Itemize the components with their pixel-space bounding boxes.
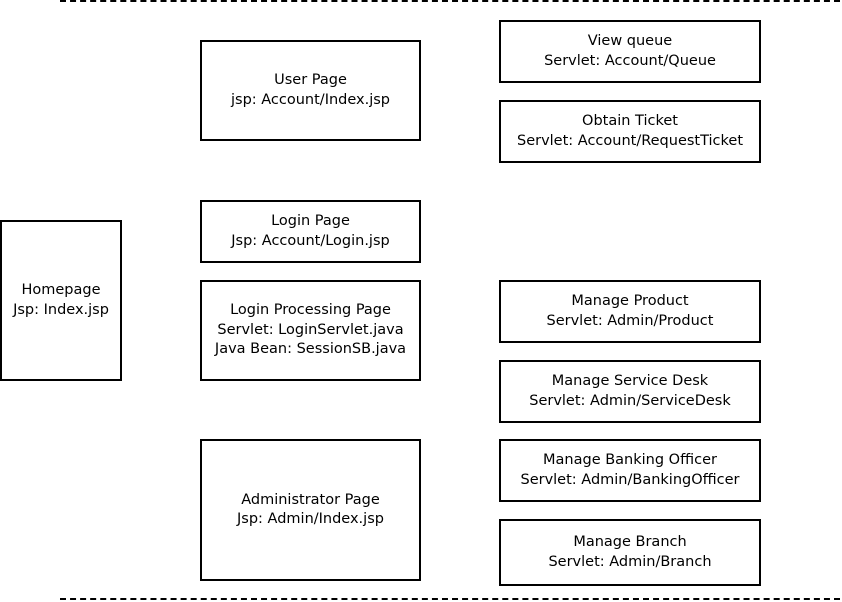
node-login-processing-page: Login Processing Page Servlet: LoginServ… <box>200 280 421 381</box>
node-title: Obtain Ticket <box>582 113 678 129</box>
node-title: Manage Branch <box>573 534 687 550</box>
node-detail: jsp: Account/Index.jsp <box>230 91 391 108</box>
node-detail: Servlet: Account/Queue <box>544 52 716 69</box>
node-title: View queue <box>587 33 673 49</box>
node-manage-service-desk: Manage Service Desk Servlet: Admin/Servi… <box>499 360 761 423</box>
node-title: Login Processing Page <box>230 302 391 319</box>
node-homepage: Homepage Jsp: Index.jsp <box>0 220 122 381</box>
node-administrator-page: Administrator Page Jsp: Admin/Index.jsp <box>200 439 421 581</box>
node-title: Homepage <box>21 282 101 298</box>
node-manage-product: Manage Product Servlet: Admin/Product <box>499 280 761 343</box>
node-title: Login Page <box>271 213 350 229</box>
node-obtain-ticket: Obtain Ticket Servlet: Account/RequestTi… <box>499 100 761 163</box>
node-user-page: User Page jsp: Account/Index.jsp <box>200 40 421 141</box>
node-detail: Jsp: Admin/Index.jsp <box>237 511 384 527</box>
node-title: User Page <box>274 72 347 88</box>
node-detail: Jsp: Account/Login.jsp <box>231 232 390 249</box>
node-view-queue: View queue Servlet: Account/Queue <box>499 20 761 83</box>
node-title: Manage Product <box>571 293 689 309</box>
node-title: Administrator Page <box>241 491 380 508</box>
node-detail: Servlet: Admin/Branch <box>548 553 712 570</box>
node-detail: Servlet: Admin/BankingOfficer <box>520 471 740 488</box>
node-detail: Java Bean: SessionSB.java <box>214 341 407 358</box>
node-manage-banking-officer: Manage Banking Officer Servlet: Admin/Ba… <box>499 439 761 502</box>
node-detail: Servlet: Admin/Product <box>546 312 714 329</box>
node-manage-branch: Manage Branch Servlet: Admin/Branch <box>499 519 761 586</box>
node-detail: Servlet: Account/RequestTicket <box>516 132 744 149</box>
node-detail: Jsp: Index.jsp <box>13 301 109 318</box>
node-title: Manage Banking Officer <box>543 452 717 468</box>
node-title: Manage Service Desk <box>551 373 709 389</box>
node-detail: Servlet: LoginServlet.java <box>217 321 404 338</box>
node-detail: Servlet: Admin/ServiceDesk <box>529 392 731 409</box>
bottom-dashed-border <box>60 598 840 600</box>
node-login-page: Login Page Jsp: Account/Login.jsp <box>200 200 421 263</box>
top-dashed-border <box>60 0 840 2</box>
